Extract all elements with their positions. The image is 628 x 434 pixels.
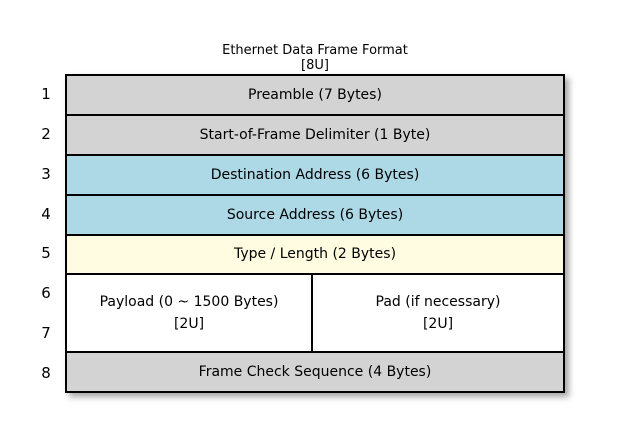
- unit-number-6: 6: [41, 284, 51, 303]
- frame-format-box: Preamble (7 Bytes) Start-of-Frame Delimi…: [65, 74, 565, 393]
- unit-number-5: 5: [41, 244, 51, 263]
- frame-cell-payload: Payload (0 ~ 1500 Bytes) [2U]: [67, 275, 314, 352]
- frame-cell-pad: Pad (if necessary) [2U]: [313, 275, 563, 352]
- unit-number-8: 8: [41, 364, 51, 383]
- frame-cell-label: Payload (0 ~ 1500 Bytes): [99, 294, 279, 311]
- diagram-title: Ethernet Data Frame Format: [222, 43, 408, 58]
- unit-number-1: 1: [41, 84, 51, 103]
- frame-row-source-address: Source Address (6 Bytes): [67, 193, 563, 234]
- diagram-subtitle: [8U]: [301, 58, 329, 73]
- frame-row-label: Type / Length (2 Bytes): [233, 246, 397, 263]
- frame-row-preamble: Preamble (7 Bytes): [67, 76, 563, 114]
- frame-row-payload-pad: Payload (0 ~ 1500 Bytes) [2U] Pad (if ne…: [67, 273, 563, 352]
- unit-number-7: 7: [41, 324, 51, 343]
- frame-row-label: Destination Address (6 Bytes): [210, 166, 420, 183]
- frame-row-label: Frame Check Sequence (4 Bytes): [198, 364, 432, 381]
- frame-cell-label: Pad (if necessary): [375, 294, 501, 311]
- frame-cell-units: [2U]: [422, 316, 454, 333]
- unit-number-column: 1 2 3 4 5 6 7 8: [32, 74, 60, 393]
- frame-row-label: Start-of-Frame Delimiter (1 Byte): [199, 126, 431, 143]
- frame-row-label: Preamble (7 Bytes): [248, 86, 382, 103]
- frame-row-type-length: Type / Length (2 Bytes): [67, 233, 563, 274]
- diagram-title-block: Ethernet Data Frame Format [8U]: [65, 43, 565, 73]
- frame-row-sfd: Start-of-Frame Delimiter (1 Byte): [67, 113, 563, 154]
- unit-number-2: 2: [41, 124, 51, 143]
- frame-row-fcs: Frame Check Sequence (4 Bytes): [67, 351, 563, 391]
- unit-number-4: 4: [41, 204, 51, 223]
- frame-row-label: Source Address (6 Bytes): [226, 206, 404, 223]
- unit-number-3: 3: [41, 164, 51, 183]
- frame-cell-units: [2U]: [173, 316, 205, 333]
- frame-row-destination-address: Destination Address (6 Bytes): [67, 153, 563, 194]
